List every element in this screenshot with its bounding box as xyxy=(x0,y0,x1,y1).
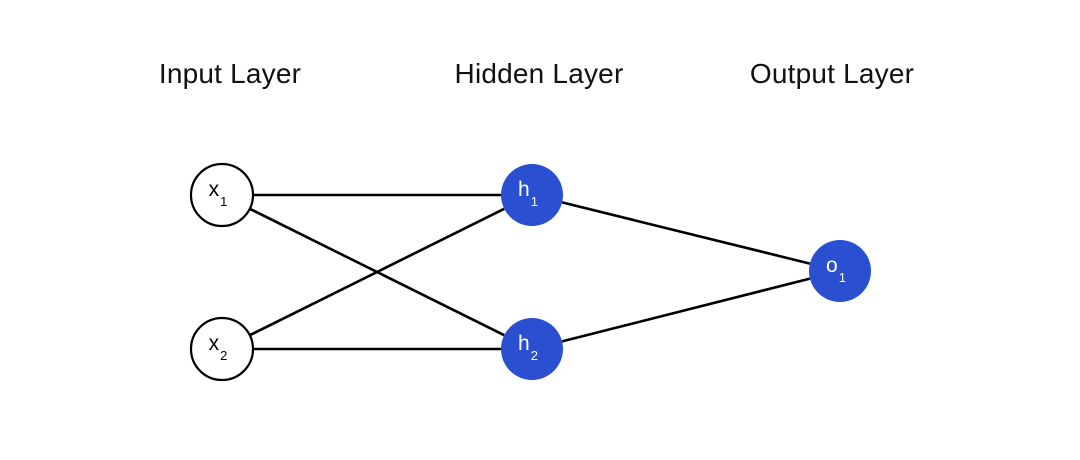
input-layer-title: Input Layer xyxy=(158,58,302,89)
output-layer-title: Output Layer xyxy=(749,58,915,89)
node-label-h1: h1 xyxy=(518,178,538,209)
node-o1: o1 xyxy=(809,240,871,302)
edge-h2-o1 xyxy=(561,277,811,343)
node-label-o1: o1 xyxy=(826,254,846,285)
node-x1: x1 xyxy=(189,162,255,228)
node-circle-h1 xyxy=(501,164,563,226)
node-base-x1: x xyxy=(209,178,220,201)
node-x2: x2 xyxy=(189,316,255,382)
node-circle-o1 xyxy=(809,240,871,302)
edges-group xyxy=(249,193,811,351)
node-h1: h1 xyxy=(501,164,563,226)
node-subscript-x2: 2 xyxy=(220,348,227,363)
edge-h1-o1 xyxy=(561,201,811,265)
node-base-o1: o xyxy=(826,254,838,277)
node-h2: h2 xyxy=(501,318,563,380)
node-subscript-h2: 2 xyxy=(531,348,538,363)
edge-x2-h1 xyxy=(249,207,505,337)
node-label-x1: x1 xyxy=(209,178,228,209)
node-label-h2: h2 xyxy=(518,332,538,363)
node-label-x2: x2 xyxy=(209,332,228,363)
node-base-h2: h xyxy=(518,332,530,355)
node-base-x2: x xyxy=(209,332,220,355)
node-circle-x1 xyxy=(189,162,255,228)
node-subscript-h1: 1 xyxy=(531,194,538,209)
node-subscript-x1: 1 xyxy=(220,194,227,209)
hidden-layer-title: Hidden Layer xyxy=(454,58,624,89)
node-subscript-o1: 1 xyxy=(839,270,846,285)
node-base-h1: h xyxy=(518,178,530,201)
node-circle-h2 xyxy=(501,318,563,380)
node-circle-x2 xyxy=(189,316,255,382)
